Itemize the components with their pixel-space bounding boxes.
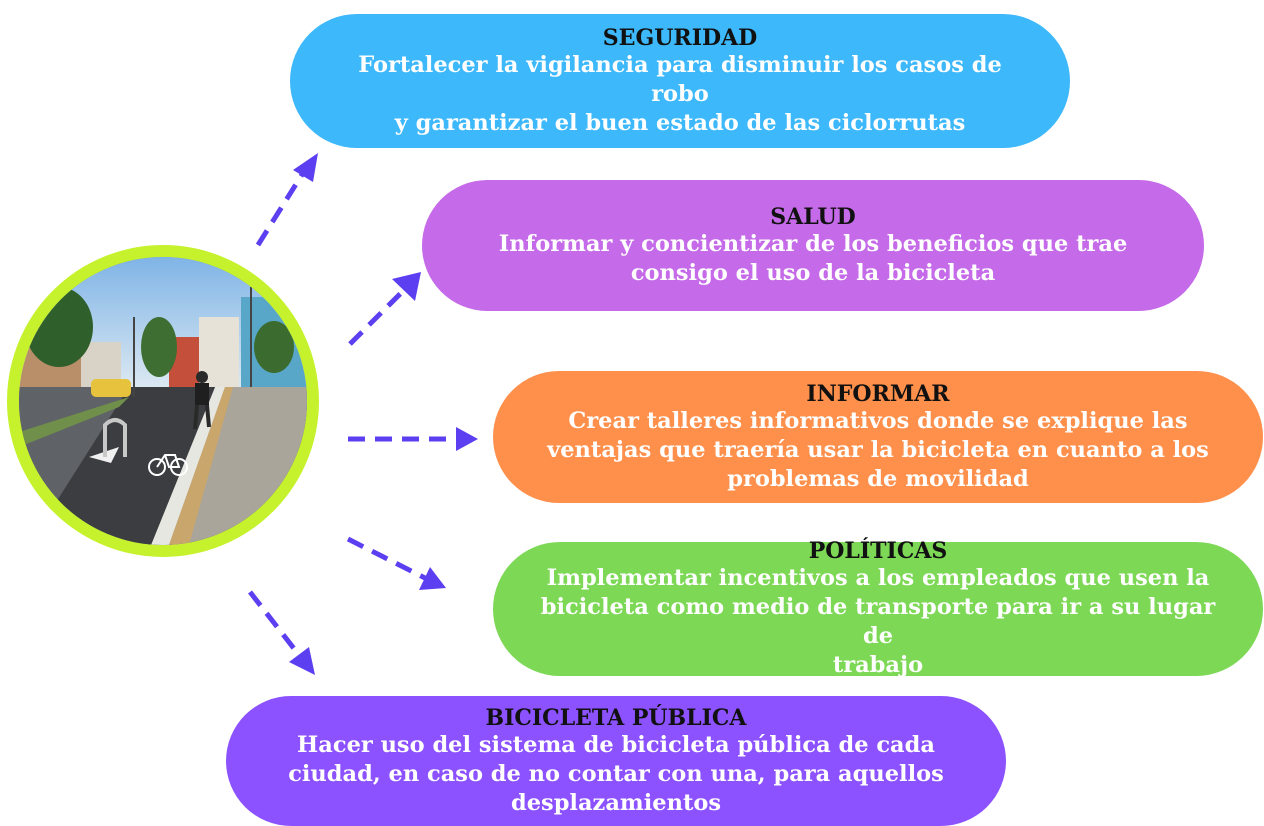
arrowhead-informar xyxy=(456,427,478,451)
card-line: ciudad, en caso de no contar con una, pa… xyxy=(288,760,944,787)
card-line: Fortalecer la vigilancia para disminuir … xyxy=(358,51,1002,107)
card-line: ventajas que traería usar la bicicleta e… xyxy=(547,436,1209,463)
arrowhead-seguridad xyxy=(293,153,318,182)
card-title: BICICLETA PÚBLICA xyxy=(485,704,747,731)
card-title: SEGURIDAD xyxy=(602,24,758,51)
arrowhead-politicas xyxy=(419,567,446,590)
arrow-to-seguridad xyxy=(255,171,306,247)
card-line: y garantizar el buen estado de las ciclo… xyxy=(394,109,966,136)
card-line: bicicleta como medio de transporte para … xyxy=(540,594,1216,649)
card-line: desplazamientos xyxy=(510,789,722,816)
arrow-to-politicas xyxy=(346,536,427,581)
card-line: Informar y concientizar de los beneficio… xyxy=(498,230,1128,257)
arrowhead-bicicleta xyxy=(289,647,315,675)
arrowhead-salud xyxy=(392,272,421,301)
card-informar: INFORMAR Crear talleres informativos don… xyxy=(493,371,1263,503)
card-line: trabajo xyxy=(832,652,924,678)
card-title: POLÍTICAS xyxy=(808,538,948,564)
card-salud: SALUD Informar y concientizar de los ben… xyxy=(422,180,1204,311)
card-line: problemas de movilidad xyxy=(727,465,1029,492)
card-bicicleta-publica: BICICLETA PÚBLICA Hacer uso del sistema … xyxy=(226,696,1006,826)
card-politicas: POLÍTICAS Implementar incentivos a los e… xyxy=(493,538,1263,678)
bike-lane-illustration xyxy=(19,257,307,545)
card-line: consigo el uso de la bicicleta xyxy=(630,259,996,286)
arrow-to-salud xyxy=(348,288,406,346)
card-line: Crear talleres informativos donde se exp… xyxy=(568,407,1188,434)
card-title: INFORMAR xyxy=(806,380,950,407)
card-seguridad: SEGURIDAD Fortalecer la vigilancia para … xyxy=(290,14,1070,148)
card-line: Implementar incentivos a los empleados q… xyxy=(546,565,1210,591)
card-title: SALUD xyxy=(770,203,856,230)
card-line: Hacer uso del sistema de bicicleta públi… xyxy=(297,731,935,758)
arrow-to-bicicleta xyxy=(248,590,301,657)
